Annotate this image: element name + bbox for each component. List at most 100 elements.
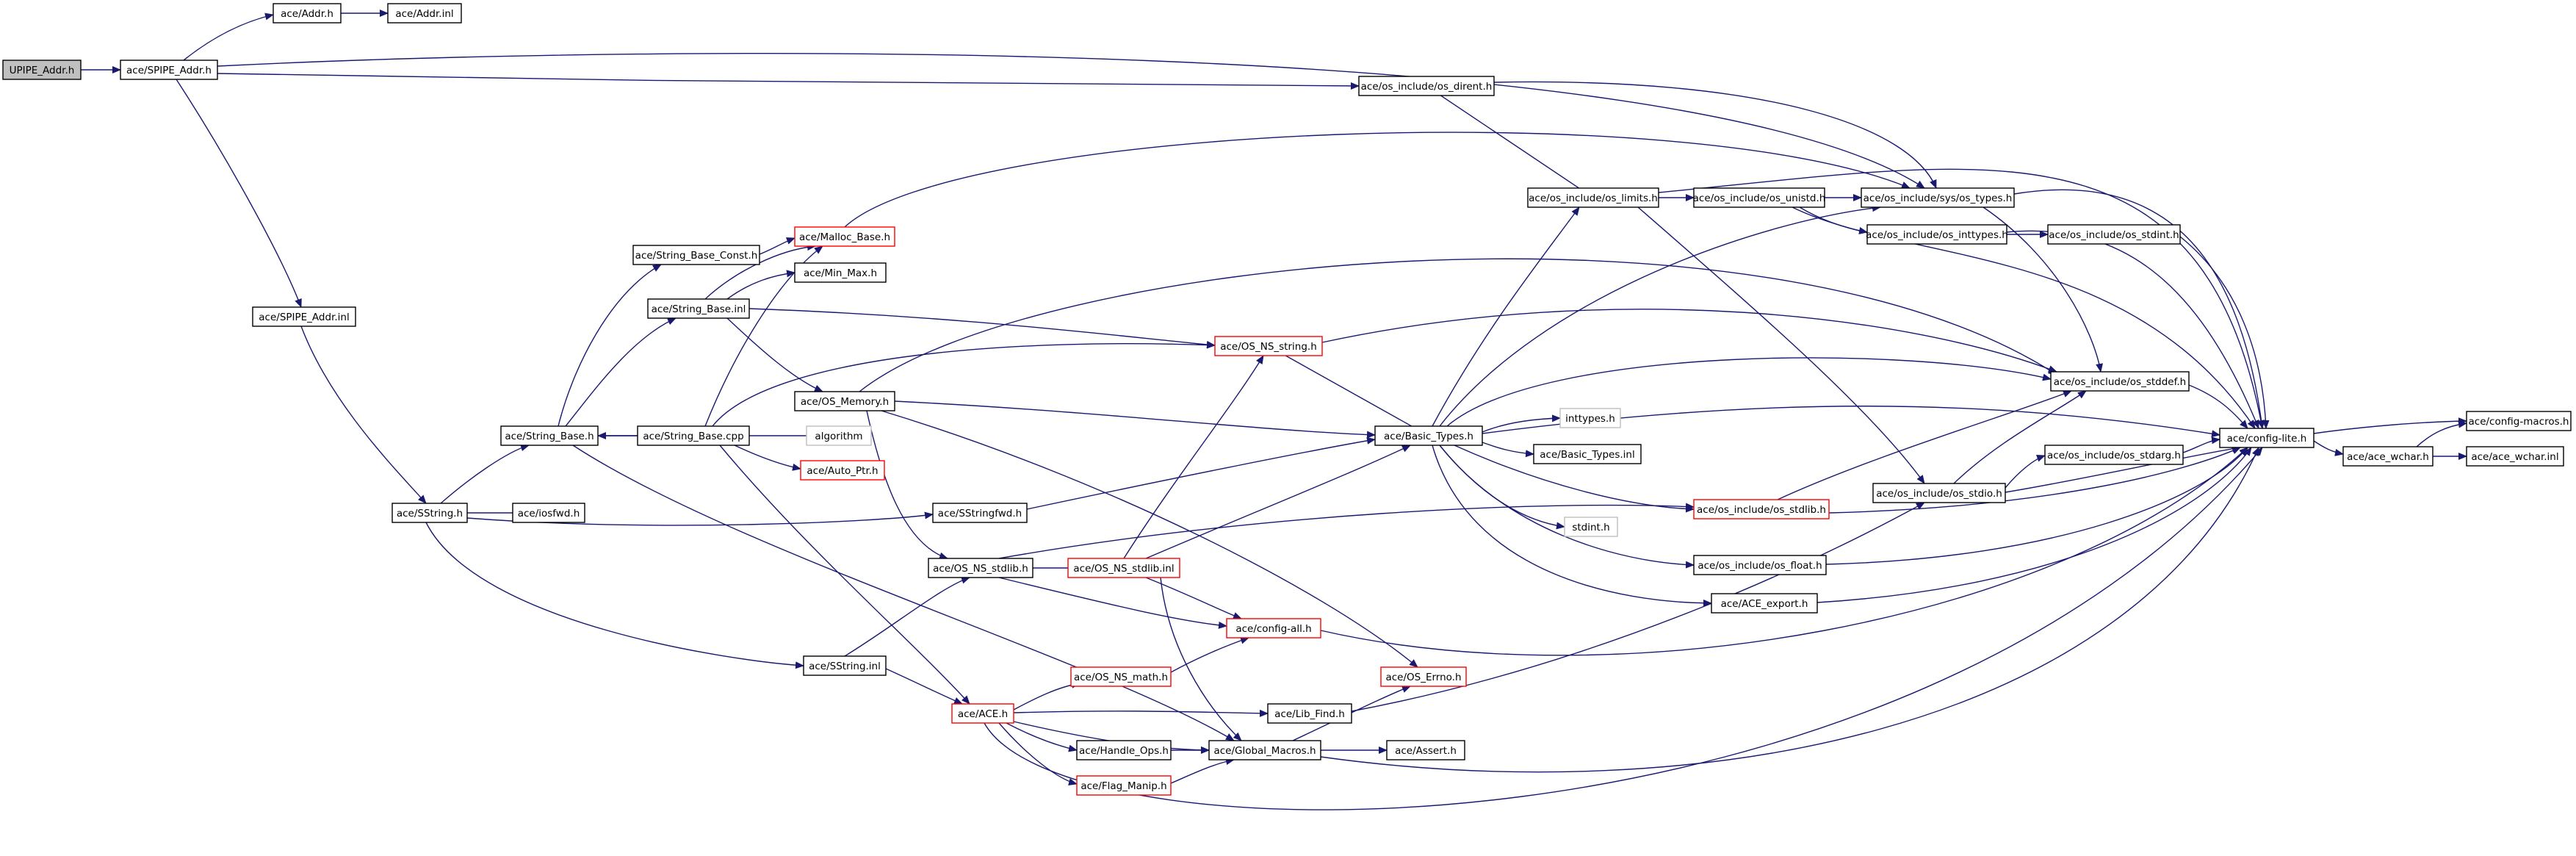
node-box: [1076, 740, 1172, 760]
edge-global-macros-h-to-os-errno-h: [1292, 686, 1411, 741]
node-os-errno-h[interactable]: ace/OS_Errno.h: [1380, 666, 1467, 687]
node-label: ace/iosfwd.h: [518, 508, 580, 519]
edge-os-memory-h-to-basic-types-h: [894, 400, 1376, 439]
edge-ace-h-to-handle-ops-h: [1006, 722, 1078, 752]
node-os-memory-h[interactable]: ace/OS_Memory.h: [794, 391, 895, 411]
node-label: ace/os_include/os_stdio.h: [1876, 488, 2002, 500]
node-os-stdlib-h[interactable]: ace/os_include/os_stdlib.h: [1693, 499, 1830, 519]
node-os-float-h[interactable]: ace/os_include/os_float.h: [1693, 555, 1827, 575]
edge-ace-export-h-to-config-lite-h: [1816, 447, 2252, 603]
node-label: ace/os_include/os_limits.h: [1529, 193, 1658, 204]
edge-string-base-cpp-to-malloc-base-h: [704, 245, 823, 427]
node-sstringfwd-h[interactable]: ace/SStringfwd.h: [932, 503, 1028, 523]
node-config-macros-h[interactable]: ace/config-macros.h: [2466, 411, 2572, 431]
edge-config-lite-h-to-ace-wchar-h: [2313, 440, 2344, 456]
node-label: ace/SString.h: [397, 508, 463, 519]
node-box: [387, 3, 462, 24]
node-label: ace/Auto_Ptr.h: [807, 465, 878, 477]
node-os-ns-math-h[interactable]: ace/OS_NS_math.h: [1070, 666, 1172, 687]
node-string-base-cpp[interactable]: ace/String_Base.cpp: [637, 425, 750, 446]
node-spipe-addr-inl[interactable]: ace/SPIPE_Addr.inl: [252, 306, 356, 327]
node-box: [794, 262, 887, 283]
node-box: [1861, 187, 2015, 208]
edge-os-ns-string-h-to-basic-types-h: [1268, 345, 1429, 436]
node-ace-wchar-h[interactable]: ace/ace_wchar.h: [2342, 446, 2434, 467]
node-label: ace/ACE_export.h: [1721, 598, 1808, 610]
edge-malloc-base-h-to-os-types-h: [844, 132, 1911, 228]
node-box: [1208, 740, 1321, 760]
node-global-macros-h[interactable]: ace/Global_Macros.h: [1208, 740, 1321, 760]
node-malloc-base-h[interactable]: ace/Malloc_Base.h: [794, 226, 895, 247]
node-box: [1711, 593, 1818, 614]
node-box: [512, 503, 585, 523]
node-os-dirent-h[interactable]: ace/os_include/os_dirent.h: [1358, 76, 1495, 96]
node-box: [637, 425, 750, 446]
node-os-stdint-h[interactable]: ace/os_include/os_stdint.h: [2047, 224, 2181, 245]
node-box: [2, 60, 82, 80]
node-label: ace/OS_NS_stdlib.h: [933, 563, 1028, 575]
node-config-all-h[interactable]: ace/config-all.h: [1226, 618, 1321, 639]
node-handle-ops-h[interactable]: ace/Handle_Ops.h: [1076, 740, 1172, 760]
node-label: ace/ace_wchar.h: [2347, 451, 2429, 463]
node-config-lite-h[interactable]: ace/config-lite.h: [2219, 428, 2315, 448]
node-label: ace/Addr.inl: [395, 8, 453, 20]
node-os-stdio-h[interactable]: ace/os_include/os_stdio.h: [1872, 483, 2006, 503]
edge-string-base-inl-to-os-memory-h: [726, 317, 823, 392]
node-min-max-h[interactable]: ace/Min_Max.h: [794, 262, 887, 283]
node-basic-types-inl[interactable]: ace/Basic_Types.inl: [1533, 444, 1642, 464]
node-os-stddef-h[interactable]: ace/os_include/os_stddef.h: [2050, 371, 2190, 392]
node-spipe-addr-h[interactable]: ace/SPIPE_Addr.h: [120, 60, 218, 80]
node-box: [120, 60, 218, 80]
node-label: ace/ace_wchar.inl: [2471, 451, 2558, 463]
node-os-limits-h[interactable]: ace/os_include/os_limits.h: [1527, 187, 1659, 208]
node-label: ace/Global_Macros.h: [1213, 745, 1316, 757]
node-iosfwd-h[interactable]: ace/iosfwd.h: [512, 503, 585, 523]
edge-basic-types-h-to-os-float-h: [1439, 445, 1695, 569]
node-os-ns-stdlib-h[interactable]: ace/OS_NS_stdlib.h: [928, 558, 1033, 578]
edge-spipe-addr-h-to-os-types-h: [217, 53, 1925, 189]
edge-os-dirent-h-to-os-types-h: [1493, 81, 1937, 189]
node-lib-find-h[interactable]: ace/Lib_Find.h: [1267, 703, 1352, 724]
node-addr-h[interactable]: ace/Addr.h: [273, 3, 342, 24]
node-string-base-h[interactable]: ace/String_Base.h: [500, 425, 599, 446]
node-os-inttypes-h[interactable]: ace/os_include/os_inttypes.h: [1866, 224, 2008, 245]
edge-os-memory-h-to-os-ns-stdlib-h: [866, 410, 948, 560]
node-label: ace/os_include/os_stdlib.h: [1697, 504, 1826, 516]
edge-sstring-h-to-sstring-inl: [425, 522, 804, 669]
node-os-ns-string-h[interactable]: ace/OS_NS_string.h: [1214, 336, 1323, 356]
node-box: [252, 306, 356, 327]
edge-spipe-addr-h-to-addr-h: [183, 12, 274, 61]
node-os-types-h[interactable]: ace/os_include/sys/os_types.h: [1861, 187, 2015, 208]
node-box: [932, 503, 1028, 523]
node-label: ace/String_Base.h: [505, 431, 594, 442]
edge-ace-wchar-h-to-config-macros-h: [2416, 420, 2467, 447]
node-ace-h[interactable]: ace/ACE.h: [951, 703, 1014, 724]
node-sstring-inl[interactable]: ace/SString.inl: [803, 655, 887, 676]
node-ace-export-h[interactable]: ace/ACE_export.h: [1711, 593, 1818, 614]
node-box: [1386, 740, 1465, 760]
node-box: [800, 460, 885, 481]
node-assert-h[interactable]: ace/Assert.h: [1386, 740, 1465, 760]
edges-layer: [81, 10, 2467, 810]
edge-flag-manip-h-to-global-macros-h: [1170, 758, 1235, 784]
node-os-unistd-h[interactable]: ace/os_include/os_unistd.h: [1693, 187, 1826, 208]
node-box: [1693, 499, 1830, 519]
node-box: [1559, 408, 1621, 428]
node-sstring-h[interactable]: ace/SString.h: [392, 503, 468, 523]
edge-string-base-inl-to-os-ns-string-h: [748, 308, 1216, 348]
node-string-base-inl[interactable]: ace/String_Base.inl: [647, 298, 750, 319]
node-ace-wchar-inl[interactable]: ace/ace_wchar.inl: [2466, 446, 2564, 467]
edge-basic-types-h-to-os-stddef-h: [1446, 357, 2052, 427]
node-label: ace/SString.inl: [809, 661, 881, 672]
node-label: stdint.h: [1572, 522, 1609, 533]
node-os-ns-stdlib-inl[interactable]: ace/OS_NS_stdlib.inl: [1067, 558, 1180, 578]
node-string-base-const-h[interactable]: ace/String_Base_Const.h: [632, 245, 760, 265]
node-auto-ptr-h[interactable]: ace/Auto_Ptr.h: [800, 460, 885, 481]
edge-global-macros-h-to-config-lite-h: [1320, 447, 2259, 773]
node-box: [1527, 187, 1659, 208]
node-basic-types-h[interactable]: ace/Basic_Types.h: [1374, 425, 1483, 446]
node-os-stdarg-h[interactable]: ace/os_include/os_stdarg.h: [2044, 445, 2184, 465]
node-flag-manip-h[interactable]: ace/Flag_Manip.h: [1076, 775, 1172, 796]
node-addr-inl[interactable]: ace/Addr.inl: [387, 3, 462, 24]
edge-sstring-h-to-string-base-h: [440, 444, 530, 504]
